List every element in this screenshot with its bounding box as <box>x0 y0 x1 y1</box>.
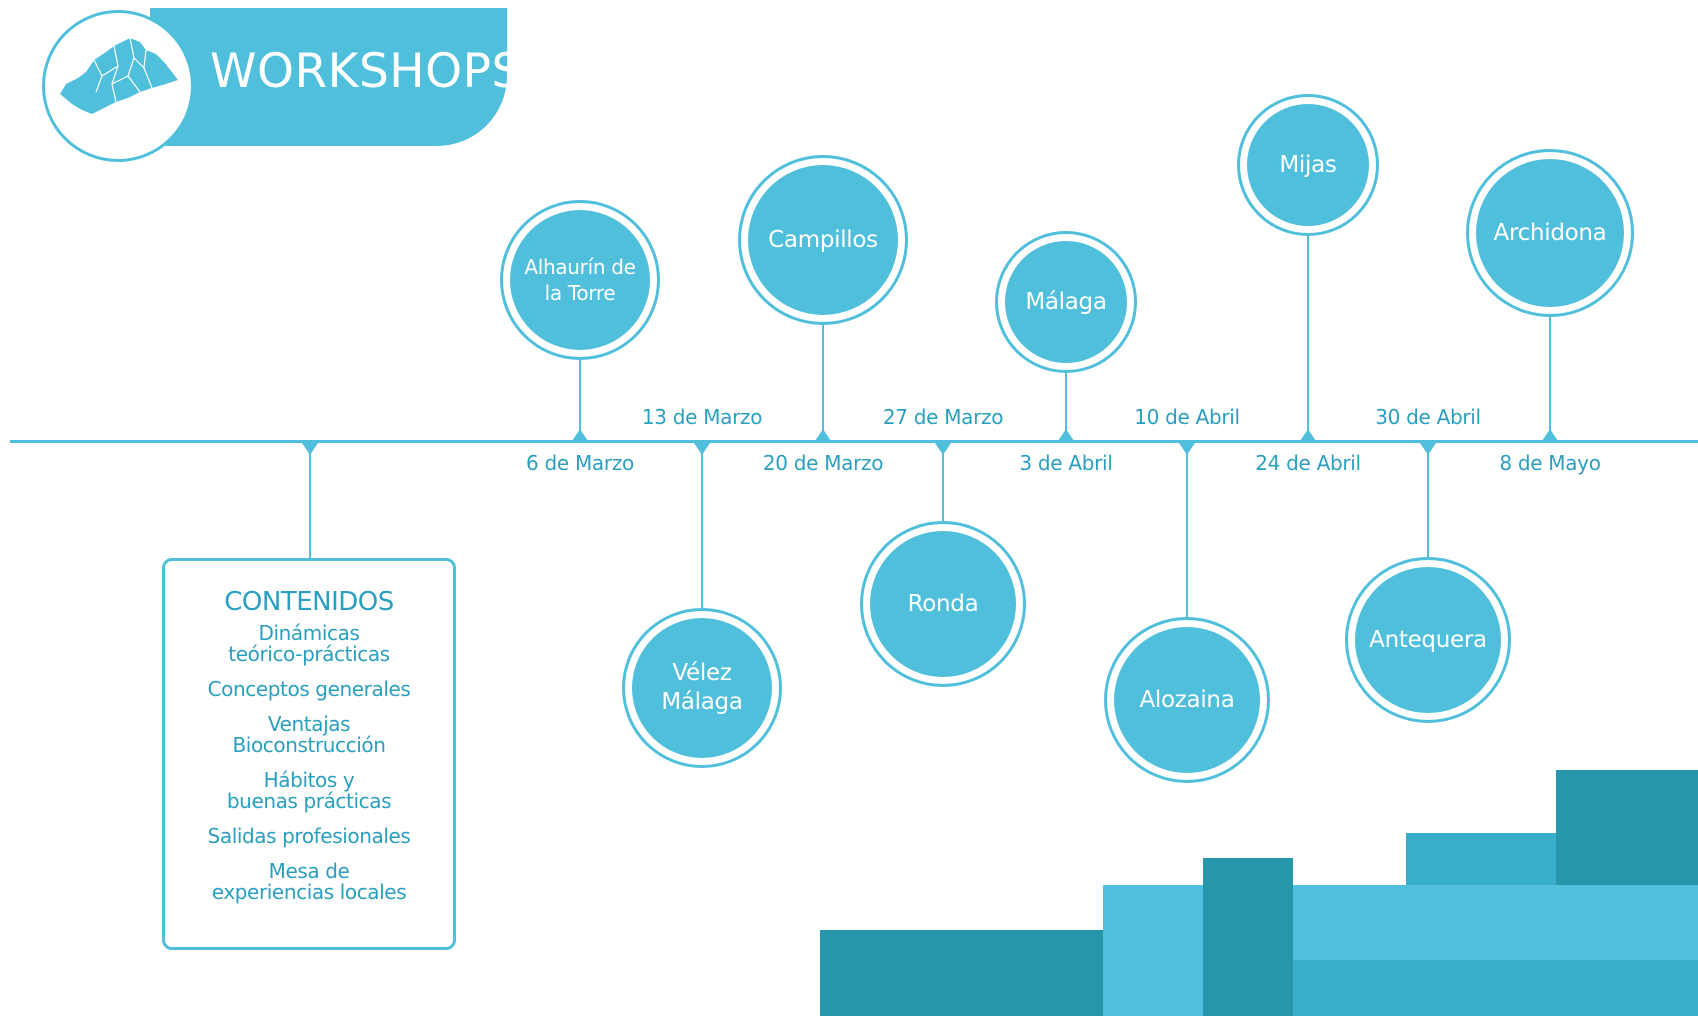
event-node-disc: Campillos <box>748 165 898 315</box>
event-connector <box>1427 443 1429 557</box>
event-date: 20 de Marzo <box>762 451 884 475</box>
event-marker <box>694 443 710 455</box>
malaga-province-map-icon <box>60 37 178 114</box>
event-marker <box>1179 443 1195 455</box>
event-node: Campillos <box>738 155 908 325</box>
event-marker <box>815 429 831 441</box>
event-node-disc: Alozaina <box>1114 627 1260 773</box>
event-date: 13 de Marzo <box>641 405 763 429</box>
event-node-disc: Alhaurín de la Torre <box>510 210 650 350</box>
event-node-disc: Archidona <box>1476 159 1624 307</box>
event-place: Antequera <box>1369 626 1487 653</box>
event-marker <box>1300 429 1316 441</box>
contents-item: Salidas profesionales <box>207 824 411 848</box>
contents-marker <box>302 443 318 455</box>
event-node: Mijas <box>1237 94 1379 236</box>
event-place: Vélez Málaga <box>661 660 743 715</box>
header-title: WORKSHOPS <box>210 44 522 99</box>
event-date: 8 de Mayo <box>1499 451 1601 475</box>
event-place: Alozaina <box>1139 686 1235 713</box>
event-connector <box>701 443 703 608</box>
event-node: Málaga <box>995 231 1137 373</box>
event-place: Ronda <box>907 590 979 617</box>
event-node: Ronda <box>860 521 1026 687</box>
event-node-disc: Málaga <box>1005 241 1127 363</box>
event-node-disc: Mijas <box>1247 104 1369 226</box>
contents-title: CONTENIDOS <box>224 587 394 617</box>
event-node: Antequera <box>1345 557 1511 723</box>
event-node: Archidona <box>1466 149 1634 317</box>
contents-connector <box>309 443 311 558</box>
event-place: Archidona <box>1493 219 1607 246</box>
event-date: 3 de Abril <box>1019 451 1113 475</box>
event-connector <box>942 443 944 521</box>
deco-block <box>1293 960 1698 1016</box>
event-marker <box>935 443 951 455</box>
event-place: Campillos <box>768 226 878 253</box>
event-date: 6 de Marzo <box>526 451 634 475</box>
event-connector <box>1307 236 1309 441</box>
event-marker <box>1420 443 1436 455</box>
event-connector <box>822 325 824 441</box>
event-marker <box>1542 429 1558 441</box>
event-date: 24 de Abril <box>1255 451 1361 475</box>
event-connector <box>579 360 581 441</box>
deco-block <box>1406 833 1558 885</box>
event-connector <box>1549 317 1551 441</box>
event-node: Alozaina <box>1104 617 1270 783</box>
event-place: Alhaurín de la Torre <box>524 255 636 305</box>
deco-block <box>820 930 1106 1016</box>
event-node-disc: Ronda <box>870 531 1016 677</box>
event-place: Mijas <box>1279 151 1337 178</box>
event-place: Málaga <box>1025 288 1107 315</box>
event-date: 27 de Marzo <box>882 405 1004 429</box>
event-connector <box>1065 373 1067 441</box>
event-node-disc: Antequera <box>1355 567 1501 713</box>
event-marker <box>1058 429 1074 441</box>
contents-item: Conceptos generales <box>207 677 411 701</box>
event-date: 10 de Abril <box>1134 405 1240 429</box>
deco-block <box>1293 885 1698 960</box>
deco-block <box>1556 770 1698 885</box>
event-node: Alhaurín de la Torre <box>500 200 660 360</box>
deco-block <box>1103 885 1205 1016</box>
deco-block <box>1203 858 1293 1016</box>
event-connector <box>1186 443 1188 617</box>
event-node-disc: Vélez Málaga <box>632 618 772 758</box>
header-banner <box>150 8 507 146</box>
timeline-axis <box>10 440 1698 443</box>
event-node: Vélez Málaga <box>622 608 782 768</box>
event-marker <box>572 429 588 441</box>
event-date: 30 de Abril <box>1375 405 1481 429</box>
